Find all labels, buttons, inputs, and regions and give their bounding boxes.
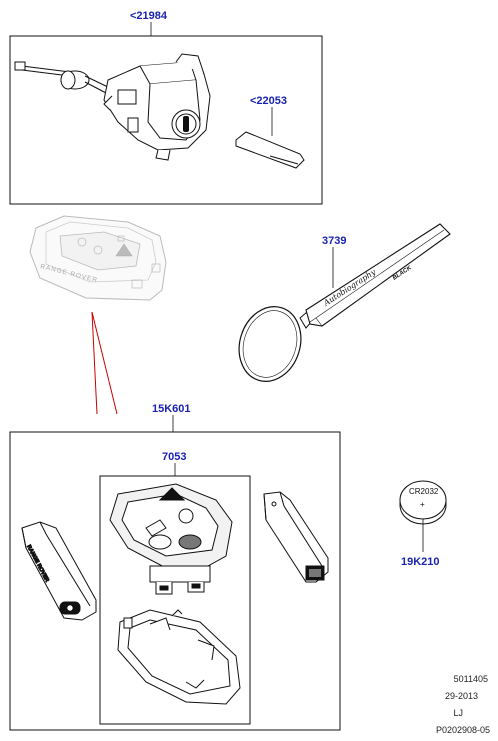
drawing-initials: LJ [453, 708, 463, 718]
drawing-reference: 5011405 29-2013 LJ P0202908-05 [436, 674, 490, 735]
ghost-fob-lock-icon [77, 237, 87, 247]
transmitter-panic-icon [158, 487, 186, 501]
keyring-ring [238, 306, 302, 382]
transmitter-unlock-button [148, 534, 172, 550]
lock-assembly-box [9, 35, 323, 205]
keyring: Autobiography BLACK [238, 223, 451, 382]
remote-left-cover: RANGE ROVER [21, 521, 97, 621]
remote-key-box [9, 431, 341, 731]
ghost-fob-buttons [59, 231, 141, 271]
drawing-date: 29-2013 [445, 691, 478, 701]
remote-lower-housing [117, 609, 241, 705]
drawing-code: 5011405 [454, 674, 488, 684]
lock-assembly-group: <21984 <2205 [9, 10, 323, 205]
lock-housing [103, 53, 211, 161]
ghost-fob-red-leaders [91, 311, 118, 415]
callout-15K601[interactable]: 15K601 [152, 403, 191, 415]
transmitter-module [109, 483, 233, 595]
remote-key-group: 15K601 7053 [9, 403, 341, 731]
transmitter-lock-button [178, 508, 194, 524]
callout-21984[interactable]: <21984 [130, 10, 168, 22]
battery-group: CR2032 + 19K210 [399, 480, 447, 568]
remote-right-cover [263, 491, 329, 583]
transmitter-box [99, 475, 251, 725]
callout-22053[interactable]: <22053 [250, 95, 287, 107]
lock-barrel-face [171, 109, 201, 139]
callout-7053[interactable]: 7053 [162, 451, 186, 463]
callout-3739[interactable]: 3739 [322, 235, 346, 247]
transmitter-boot-button [145, 519, 167, 537]
lower-housing-clip-icon [123, 617, 133, 629]
battery-label: CR2032 [409, 487, 439, 496]
transmitter-button [178, 534, 202, 550]
battery-plus-sign: + [420, 500, 425, 509]
ghost-fob-triangle-icon [115, 243, 133, 257]
lock-wire-harness [14, 61, 111, 95]
ghost-fob-unlock-icon [93, 245, 103, 255]
callout-19K210[interactable]: 19K210 [401, 556, 440, 568]
smart-key-ghost: RANGE ROVER [29, 215, 167, 301]
emergency-key-blade [235, 131, 305, 169]
drawing-ref: P0202908-05 [436, 725, 490, 735]
